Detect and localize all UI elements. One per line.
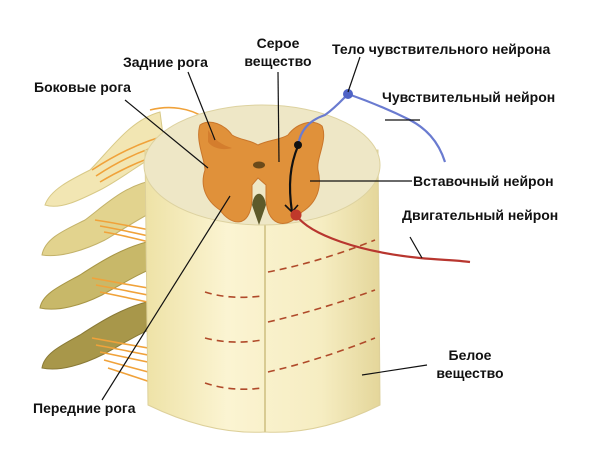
ganglion-2 [41, 179, 161, 257]
sensory-neuron-body [343, 89, 353, 99]
lateral-horns-label: Боковые рога [34, 79, 131, 95]
motor-neuron-body [290, 209, 302, 221]
sensory-neuron [296, 89, 447, 163]
interneuron [284, 141, 302, 214]
interneuron-label: Вставочный нейрон [413, 173, 554, 189]
motor-neuron [290, 209, 471, 264]
ventral-horns-label: Передние рога [33, 400, 136, 416]
motor-neuron-label: Двигательный нейрон [402, 207, 558, 223]
segment-dashed-lines [204, 239, 376, 390]
sensory-body-label: Тело чувствительного нейрона [332, 41, 550, 57]
white-matter-label-line1: Белое [449, 347, 492, 363]
leader-lines [101, 56, 428, 401]
gray-matter-label-line1: Серое [257, 35, 300, 51]
central-canal [253, 161, 265, 169]
white-matter-label-line2: вещество [436, 365, 503, 381]
ganglion-4 [41, 299, 159, 370]
spinal-cord [143, 104, 381, 433]
dorsal-horns-label: Задние рога [123, 54, 208, 70]
anterior-fissure [252, 193, 266, 225]
sensory-neuron-label: Чувствительный нейрон [382, 89, 555, 105]
gray-matter-label-line2: вещество [244, 53, 311, 69]
ganglion-1 [44, 111, 166, 207]
